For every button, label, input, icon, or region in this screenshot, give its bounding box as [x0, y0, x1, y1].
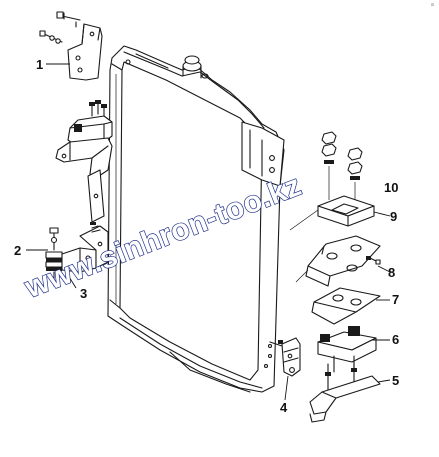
part-4-lower-bracket [269, 337, 301, 401]
part-2-3-lower-mount [26, 222, 109, 289]
callout-9: 9 [390, 209, 397, 224]
callout-6: 6 [392, 332, 399, 347]
callout-8: 8 [388, 265, 395, 280]
upper-left-mount [55, 100, 113, 223]
callout-labels: 1 2 3 4 5 6 7 8 9 10 [14, 57, 399, 415]
callout-7: 7 [392, 292, 399, 307]
callout-10: 10 [384, 180, 398, 195]
callout-1: 1 [36, 57, 43, 72]
callout-4: 4 [280, 400, 288, 415]
callout-3: 3 [80, 286, 87, 301]
radiator-assembly [107, 45, 285, 393]
corner-mark: a [431, 2, 434, 8]
part-1-upper-bracket [39, 11, 103, 81]
callout-5: 5 [392, 373, 399, 388]
callout-2: 2 [14, 243, 21, 258]
right-mount-stack [289, 131, 391, 423]
